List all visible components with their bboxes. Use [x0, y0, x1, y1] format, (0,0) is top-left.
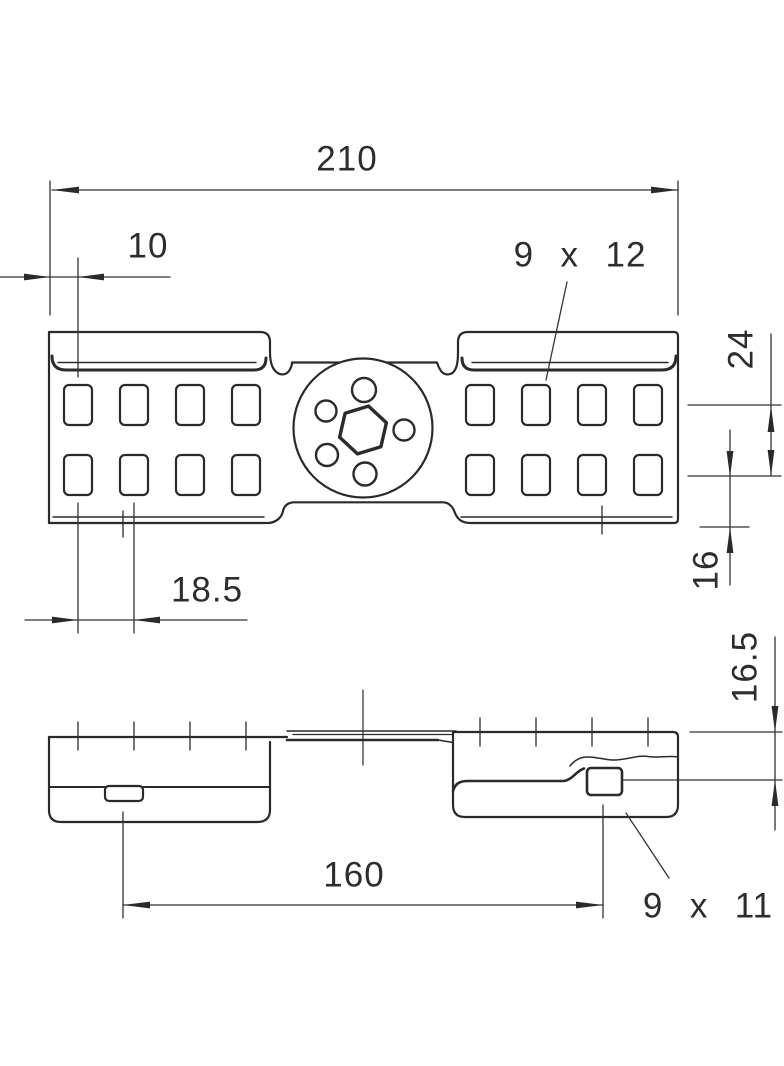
side-view: [47, 689, 680, 824]
side-right-fold-line: [451, 767, 586, 793]
right-flange-roll-line: [460, 354, 678, 372]
side-left-ticks: [77, 721, 247, 751]
dim-label-overall-length: 210: [316, 139, 378, 179]
leader-9x12: [545, 281, 568, 381]
side-connector-strip: [285, 730, 457, 744]
left-flange-roll-line: [50, 354, 268, 372]
dim-label-perforation-size: 9 x 12: [513, 235, 647, 275]
dim-label-side-slot-spacing: 160: [323, 855, 385, 895]
side-left-slot: [103, 784, 145, 803]
hex-nut-icon: [337, 404, 389, 456]
perforation-holes-right: [464, 383, 664, 497]
side-right-profile: [451, 730, 680, 819]
dim-label-hole-pitch: 18.5: [170, 570, 244, 610]
dim-label-end-hole-offset: 10: [127, 226, 169, 266]
perforation-holes-left: [62, 383, 262, 497]
dim-label-side-height: 16.5: [725, 630, 765, 704]
hub-circle: [292, 357, 434, 499]
hub-bolt-holes: [314, 376, 416, 487]
side-right-ticks: [479, 717, 649, 747]
side-break-line: [569, 755, 679, 767]
top-view: [47, 330, 680, 538]
dim-label-bottom-edge-distance: 16: [686, 549, 726, 591]
dimension-arrowheads: [24, 186, 779, 909]
dim-label-side-hole-size: 9 x 11: [642, 886, 774, 926]
side-right-hole: [585, 766, 624, 797]
side-left-profile: [47, 735, 289, 824]
leader-9x11: [625, 812, 670, 879]
dimension-lines: [0, 180, 783, 919]
dim-label-row-spacing: 24: [721, 328, 761, 370]
